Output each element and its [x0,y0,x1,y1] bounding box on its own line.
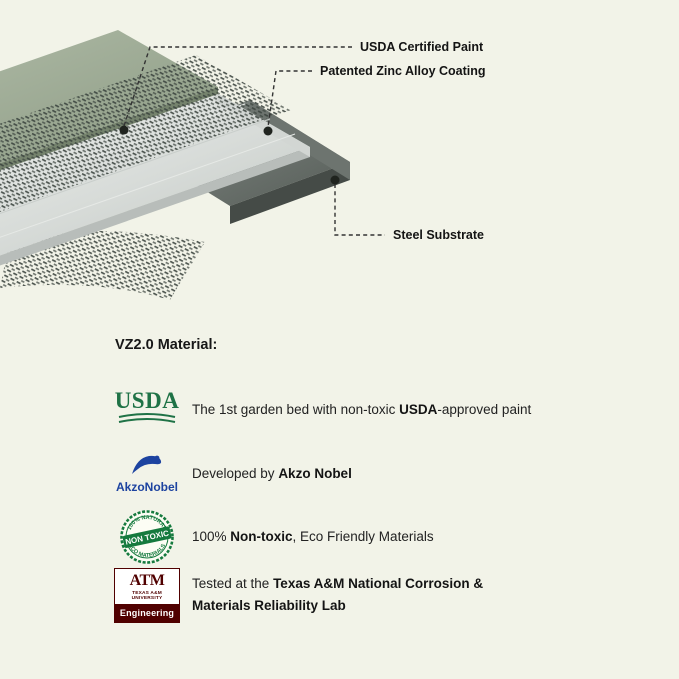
callout-line-paint [123,46,352,127]
callout-dot-zinc [263,126,273,136]
callout-dot-paint [119,125,129,135]
list-item-akzonobel: AkzoNobel Developed by Akzo Nobel [114,450,352,498]
callout-dot-steel [330,175,340,185]
callout-dots [119,125,340,185]
material-layers-diagram [0,30,385,300]
tamu-emblem: ATM [129,571,165,589]
list-item-nontoxic: 100% NATURAL ECO MATERIALS NON TOXIC 100… [114,508,434,566]
tamu-logo: ATM TEXAS A&M UNIVERSITY Engineering [114,567,180,623]
usda-logo-word: USDA [114,388,180,413]
akzonobel-logo: AkzoNobel [114,454,180,494]
zinc-alloy-mesh-layer [0,55,291,212]
non-toxic-stamp-icon: 100% NATURAL ECO MATERIALS NON TOXIC [120,510,174,564]
callout-label-usda-paint: USDA Certified Paint [360,40,484,54]
callout-label-zinc-coating: Patented Zinc Alloy Coating [320,64,486,78]
tamu-engineering-bar: Engineering [115,603,179,622]
item-text: 100% Non-toxic, Eco Friendly Materials [192,529,434,545]
list-item-tamu: ATM TEXAS A&M UNIVERSITY Engineering Tes… [114,564,527,626]
non-toxic-badge: 100% NATURAL ECO MATERIALS NON TOXIC [114,510,180,564]
tamu-university-text: TEXAS A&M UNIVERSITY [131,590,163,601]
callout-line-zinc [267,70,312,128]
section-heading: VZ2.0 Material: [115,337,218,353]
usda-logo: USDA [114,388,180,430]
item-text: The 1st garden bed with non-toxic USDA-a… [192,402,532,418]
akzonobel-logo-word: AkzoNobel [115,480,178,494]
usda-field-lines-icon [118,413,176,423]
akzonobel-swoosh-icon [131,455,162,474]
list-item-usda: USDA The 1st garden bed with non-toxic U… [114,386,531,434]
callout-line-steel [334,184,385,236]
item-text: Developed by Akzo Nobel [192,466,352,482]
callout-lines [123,46,385,236]
bottom-mesh-layer [0,230,205,300]
callout-label-steel-substrate: Steel Substrate [393,228,485,242]
item-text: Tested at the Texas A&M National Corrosi… [192,576,484,613]
